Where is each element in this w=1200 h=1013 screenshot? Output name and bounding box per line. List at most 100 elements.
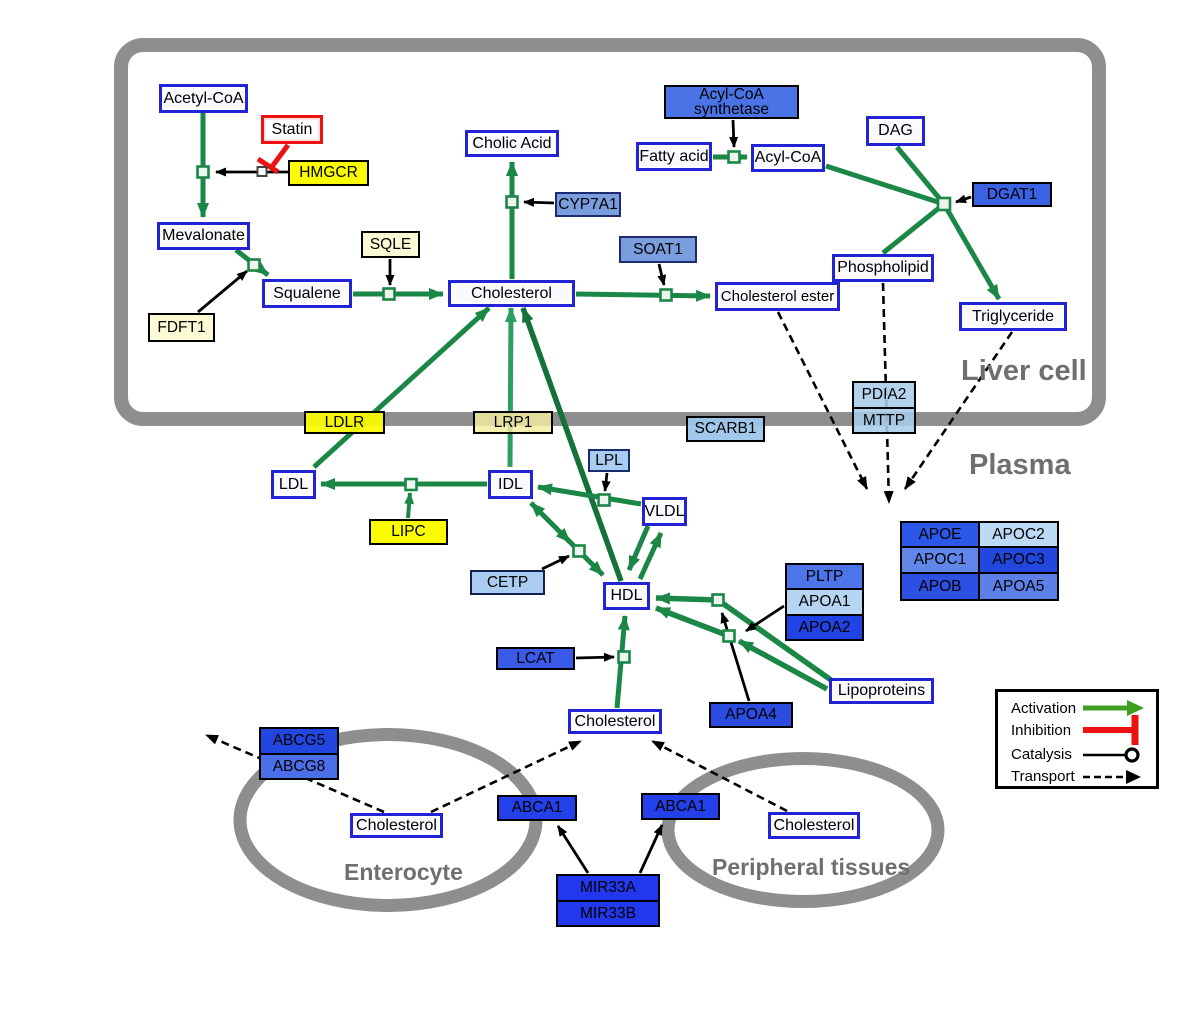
edge-phospholipid-dgat1junction [881,202,946,255]
node-mir33a[interactable]: MIR33A [556,874,660,902]
node-apoa4[interactable]: APOA4 [709,702,793,728]
node-acyl-coa-synthetase[interactable]: Acyl-CoA synthetase [664,85,799,119]
node-ldl[interactable]: LDL [271,470,316,499]
anchor-fdft1 [247,258,261,272]
edge-cyp7a1-catalysis [523,197,555,207]
edge-hdlidl-midarrow [555,527,572,544]
node-fdft1[interactable]: FDFT1 [148,313,215,342]
node-hmgcr[interactable]: HMGCR [288,160,369,186]
node-dag[interactable]: DAG [866,116,925,146]
anchor-cyp7a1 [505,195,519,209]
edge-dgat1-catalysis [955,194,972,204]
anchor-apoa4 [711,593,725,607]
node-abca1-left[interactable]: ABCA1 [497,795,577,821]
inhibition-edges [256,143,291,175]
node-lipoproteins[interactable]: Lipoproteins [829,678,934,704]
legend-transport-label: Transport [1011,768,1075,785]
node-mevalonate[interactable]: Mevalonate [157,222,250,250]
node-cyp7a1[interactable]: CYP7A1 [555,192,621,217]
node-sqle[interactable]: SQLE [361,231,420,258]
catalysis-edges [197,119,972,874]
node-cetp[interactable]: CETP [470,570,545,595]
legend-catalysis-circle-icon [1124,747,1140,763]
node-scarb1[interactable]: SCARB1 [686,416,765,442]
node-cholic-acid[interactable]: Cholic Acid [465,130,559,157]
node-mttp[interactable]: MTTP [852,407,916,434]
node-abca1-right[interactable]: ABCA1 [641,793,720,820]
edge-cetp-catalysis [541,554,570,571]
node-dgat1[interactable]: DGAT1 [972,182,1052,207]
edge-vldl-hdl [626,525,651,571]
liver-cell-label: Liver cell [961,355,1087,387]
node-apoe[interactable]: APOE [900,521,980,548]
node-apoa2[interactable]: APOA2 [785,614,864,641]
node-lrp1[interactable]: LRP1 [473,411,553,434]
edge-statin-inhibition [268,143,291,170]
node-lipc[interactable]: LIPC [369,519,448,545]
activation-edges [197,113,1002,709]
edge-hdlidl-upper [529,501,581,553]
node-statin[interactable]: Statin [261,115,323,144]
node-apoc3[interactable]: APOC3 [978,546,1059,574]
node-lcat[interactable]: LCAT [496,647,575,670]
legend-activation-arrowhead-icon [1127,700,1144,716]
edge-ldl-cholesterol [312,306,491,469]
anchor-statin-inhibition [256,166,268,177]
edge-dgat1junction-triglyceride [941,202,1002,301]
node-apoc2[interactable]: APOC2 [978,521,1059,548]
edge-lcat-catalysis [575,652,615,662]
node-cholesterol-plasma[interactable]: Cholesterol [568,709,662,734]
node-lpl[interactable]: LPL [588,449,630,472]
plasma-label: Plasma [969,449,1071,481]
legend-transport-arrowhead-icon [1126,770,1141,784]
anchor-soat1 [659,288,673,302]
edge-fdft1-catalysis [197,269,248,314]
node-soat1[interactable]: SOAT1 [619,236,697,263]
node-cholesterol-enterocyte[interactable]: Cholesterol [350,813,443,838]
node-apoa5[interactable]: APOA5 [978,572,1059,601]
anchor-lcat [617,650,631,664]
node-cholesterol-ester[interactable]: Cholesterol ester [715,282,840,311]
anchor-cetp [572,544,586,558]
edge-statin-inhibition-tbar [256,156,280,175]
node-apoc1[interactable]: APOC1 [900,546,980,574]
node-abcg5[interactable]: ABCG5 [259,727,339,755]
legend-catalysis-label: Catalysis [1011,746,1072,763]
node-mir33b[interactable]: MIR33B [556,900,660,927]
node-hdl[interactable]: HDL [603,582,650,610]
edge-acylcoa-dgat1junction [825,163,945,207]
edge-mir33a-abca1-left [556,825,590,874]
edge-lpl-catalysis [601,472,611,492]
edge-enterocyte-cholesterol-transport [430,739,582,814]
edge-anchor-hdl-lower [655,605,730,639]
liver-cell-membrane [114,38,1106,426]
node-phospholipid[interactable]: Phospholipid [832,254,934,282]
node-triglyceride[interactable]: Triglyceride [959,302,1067,331]
edge-cholesterol-cholesterolester [575,289,711,302]
node-ldlr[interactable]: LDLR [304,411,385,434]
node-squalene[interactable]: Squalene [262,279,352,308]
enterocyte-label: Enterocyte [344,859,463,885]
node-pdia2[interactable]: PDIA2 [852,381,916,409]
node-apoa1[interactable]: APOA1 [785,588,864,616]
node-idl[interactable]: IDL [488,470,533,499]
anchor-dgat1 [936,196,952,212]
edge-apoa1-catalysis [745,604,785,633]
anchor-apoa1 [722,629,736,643]
node-vldl[interactable]: VLDL [642,497,687,526]
node-apob[interactable]: APOB [900,572,980,601]
node-acyl-coa[interactable]: Acyl-CoA [751,144,825,172]
node-fatty-acid[interactable]: Fatty acid [636,142,712,171]
node-cholesterol-peripheral[interactable]: Cholesterol [768,812,860,839]
edge-apoa4-catalysis [720,612,751,702]
edge-soat1-catalysis [657,263,667,286]
peripheral-tissues-label: Peripheral tissues [712,854,911,880]
node-pltp[interactable]: PLTP [785,563,864,590]
edge-hdl-cholesterol [520,307,624,582]
node-abcg8[interactable]: ABCG8 [259,753,339,780]
node-cholesterol-liver[interactable]: Cholesterol [448,280,575,307]
node-acetyl-coa[interactable]: Acetyl-CoA [159,84,248,113]
edge-idl-cholesterol [504,307,517,468]
